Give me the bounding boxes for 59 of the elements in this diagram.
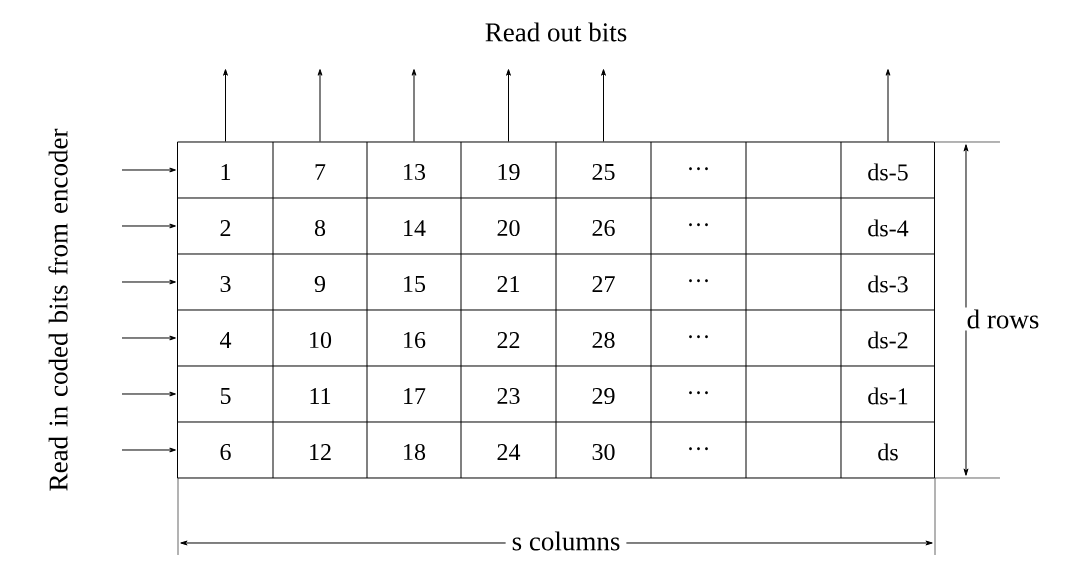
arrow — [223, 69, 228, 142]
arrow — [121, 279, 176, 285]
cell-text: 15 — [404, 275, 426, 293]
cell-text: ··· — [689, 279, 708, 283]
dimension-label: d rows — [964, 307, 1042, 331]
cell-text: ds-2 — [868, 331, 908, 349]
cell-text: 20 — [497, 219, 520, 237]
cell-text: 2 — [220, 220, 231, 236]
cell-text: 28 — [592, 331, 615, 349]
cell-text: ds-1 — [868, 387, 908, 405]
cell-text: 30 — [592, 443, 615, 461]
cell-text: ··· — [689, 335, 708, 339]
cell-text: ··· — [689, 391, 708, 395]
cell-text: 23 — [497, 387, 520, 405]
cell-text: ds-4 — [868, 219, 909, 237]
cell-text: 18 — [404, 443, 426, 461]
cell-text: 6 — [220, 443, 231, 461]
side-label: Read in coded bits from encoder — [48, 128, 68, 491]
cell-text: 10 — [310, 331, 332, 349]
cell-text: ··· — [689, 167, 708, 171]
cell-text: 11 — [310, 388, 331, 404]
cell-text: 22 — [497, 332, 520, 348]
arrow — [121, 391, 176, 397]
arrow — [121, 223, 176, 229]
cell-text: 13 — [404, 163, 426, 181]
arrow — [885, 69, 891, 142]
cell-text: 14 — [404, 220, 426, 236]
arrow — [121, 335, 176, 341]
cell-text: 24 — [497, 444, 521, 460]
arrow — [601, 69, 606, 142]
cell-text: ··· — [689, 223, 708, 227]
cell-text: 3 — [220, 275, 231, 293]
arrow — [121, 167, 176, 173]
cell-text: ds-5 — [868, 163, 908, 181]
cell-text: 4 — [220, 332, 232, 348]
cell-text: 19 — [498, 163, 520, 181]
cell-text: 25 — [592, 163, 615, 181]
cell-text: 16 — [404, 331, 426, 349]
table-grid — [177, 141, 935, 479]
cell-text: 27 — [592, 276, 615, 292]
cell-text: 26 — [592, 219, 615, 237]
cell-text: 9 — [314, 275, 325, 293]
cell-text: ds-3 — [868, 275, 908, 293]
cell-text: 12 — [310, 444, 331, 460]
arrow — [121, 447, 176, 453]
dimension-label: s columns — [505, 525, 627, 557]
cell-text: 17 — [404, 388, 426, 404]
cell-text: ··· — [689, 447, 708, 451]
cell-text: 1 — [221, 164, 231, 180]
arrow — [317, 69, 323, 142]
cell-text: 5 — [220, 388, 231, 404]
cell-text: 29 — [592, 387, 615, 405]
cell-text: ds — [878, 443, 898, 461]
arrow — [411, 69, 417, 142]
cell-text: 8 — [314, 219, 326, 237]
arrow — [506, 69, 511, 142]
cell-text: 7 — [315, 164, 326, 180]
cell-text: 21 — [497, 276, 520, 292]
heading-text: Read out bits — [485, 22, 627, 42]
